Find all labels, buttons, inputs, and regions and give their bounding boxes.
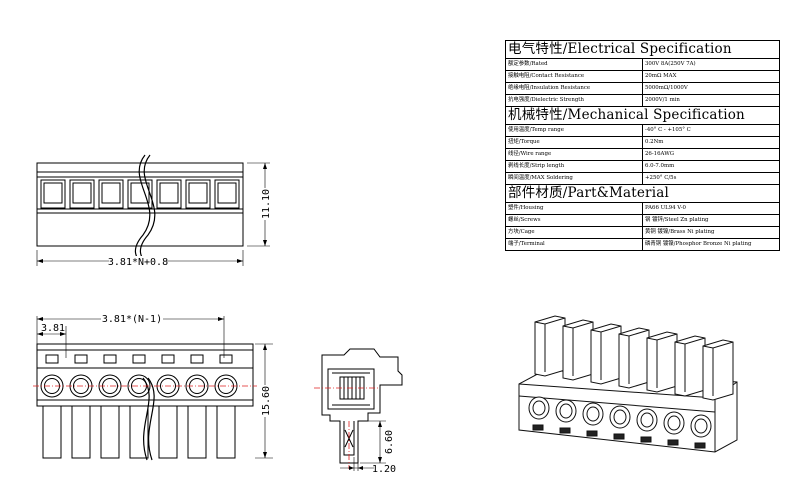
table-row: 使用温度/Temp range-40° C - +105° C	[505, 124, 780, 137]
param-cell: 线径/Wire range	[505, 148, 643, 161]
electrical-section-header: 电气特性/Electrical Specification	[505, 40, 780, 59]
value-cell: 20mΩ MAX	[642, 70, 780, 83]
iso-view-screws	[528, 396, 712, 438]
side-view-outline	[321, 348, 403, 464]
value-cell: PA66 UL94 V-0	[642, 202, 780, 215]
isometric-view-drawing	[518, 315, 738, 453]
param-cell: 螺丝/Screws	[505, 214, 643, 227]
specification-table: 电气特性/Electrical Specification 额定参数/Rated…	[505, 40, 780, 251]
param-cell: 端子/Terminal	[505, 238, 643, 251]
front-view-drawing: 3.81*(N-1) 3.81 15.60	[33, 314, 273, 461]
table-row: 瞬间温度/MAX Soldering+250° C/5s	[505, 172, 780, 185]
param-cell: 方块/Cage	[505, 226, 643, 239]
side-height-label: 6.60	[384, 430, 395, 454]
top-height-label: 11.10	[261, 189, 272, 219]
mechanical-section-header: 机械特性/Mechanical Specification	[505, 106, 780, 125]
param-cell: 绝缘电阻/Insulation Resistance	[505, 82, 643, 95]
top-view-wire-openings	[40, 179, 240, 209]
param-cell: 瞬间温度/MAX Soldering	[505, 172, 643, 185]
param-cell: 额定参数/Rated	[505, 58, 643, 71]
value-cell: 26-16AWG	[642, 148, 780, 161]
param-cell: 使用温度/Temp range	[505, 124, 643, 137]
side-width-label: 1.20	[372, 464, 396, 475]
value-cell: 6.0-7.0mm	[642, 160, 780, 173]
iso-view-plug-housings	[534, 315, 734, 401]
value-cell: 2000V/1 min	[642, 94, 780, 107]
value-cell: 黄铜 镀镍/Brass Ni plating	[642, 226, 780, 239]
value-cell: +250° C/5s	[642, 172, 780, 185]
value-cell: 磷青铜 镀镍/Phosphor Bronze Ni plating	[642, 238, 780, 251]
iso-view-test-slots	[532, 424, 706, 449]
value-cell: 300V 8A(250V 7A)	[642, 58, 780, 71]
param-cell: 抗电强度/Dielectric Strength	[505, 94, 643, 107]
front-view-pins	[42, 406, 236, 459]
top-view-drawing: 3.81*N+0.8 11.10	[36, 154, 272, 268]
section-title: 部件材质/Part&Material	[505, 184, 780, 203]
top-width-label: 3.81*N+0.8	[108, 257, 168, 268]
section-title: 电气特性/Electrical Specification	[505, 40, 780, 59]
param-cell: 塑件/Housing	[505, 202, 643, 215]
front-view-test-slots	[45, 354, 233, 364]
param-cell: 扭矩/Torque	[505, 136, 643, 149]
value-cell: 0.2Nm	[642, 136, 780, 149]
material-section-header: 部件材质/Part&Material	[505, 184, 780, 203]
front-pitch-label: 3.81	[41, 323, 65, 334]
front-view-body	[36, 343, 254, 407]
side-section-drawing: 6.60 1.20	[314, 348, 403, 475]
param-cell: 接触电阻/Contact Resistance	[505, 70, 643, 83]
value-cell: -40° C - +105° C	[642, 124, 780, 137]
param-cell: 剥线长度/Strip length	[505, 160, 643, 173]
front-pitch-total-label: 3.81*(N-1)	[102, 314, 162, 325]
value-cell: 5000mΩ/1000V	[642, 82, 780, 95]
value-cell: 钢 镀锌/Steel Zn plating	[642, 214, 780, 227]
section-title: 机械特性/Mechanical Specification	[505, 106, 780, 125]
front-height-label: 15.60	[261, 386, 272, 416]
